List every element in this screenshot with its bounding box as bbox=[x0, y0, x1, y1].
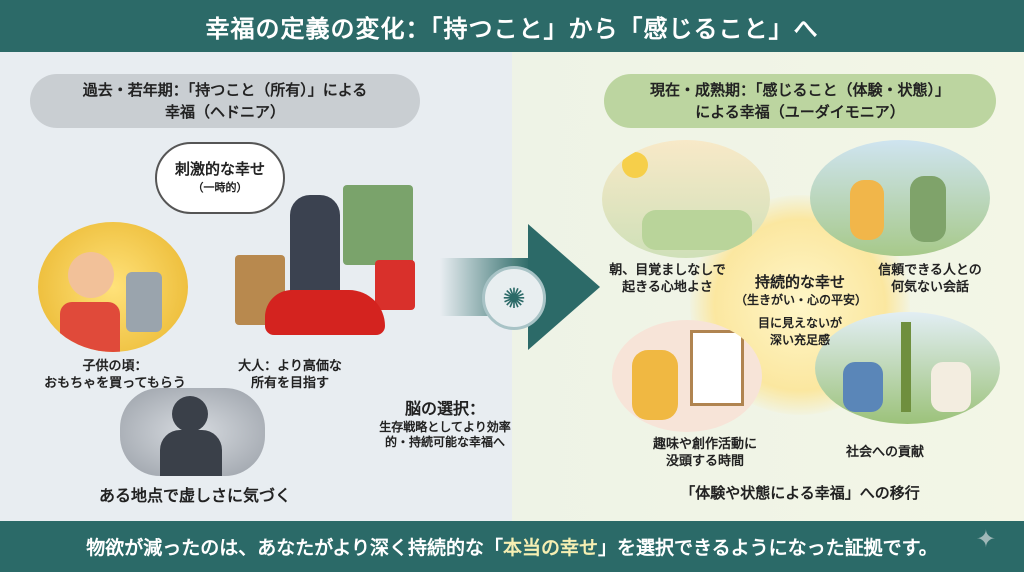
woman-icon bbox=[850, 180, 884, 240]
easel-canvas-icon bbox=[690, 330, 744, 406]
brain-choice-line1: 生存戦略としてより効率 bbox=[379, 420, 511, 434]
present-heading: 現在・成熟期：「感じること（体験・状態）」 による幸福（ユーダイモニア） bbox=[604, 74, 996, 128]
conversation-caption-line1: 信頼できる人との bbox=[878, 263, 982, 278]
morning-caption: 朝、目覚ましなしで 起きる心地よさ bbox=[600, 262, 735, 296]
child-face-icon bbox=[68, 252, 114, 298]
child-with-toy-illustration bbox=[38, 222, 188, 352]
brain-choice-caption: 脳の選択： 生存戦略としてより効率 的・持続可能な幸福へ bbox=[375, 398, 515, 450]
silhouette-head-icon bbox=[172, 396, 208, 432]
child-shirt-icon bbox=[60, 302, 120, 352]
man-icon bbox=[910, 176, 946, 242]
hobby-caption-line2: 没頭する時間 bbox=[665, 454, 744, 469]
thought-title: 刺激的な幸せ bbox=[174, 160, 265, 178]
bed-icon bbox=[642, 210, 752, 250]
painter-icon bbox=[632, 350, 678, 420]
past-heading: 過去・若年期：「持つこと（所有）」による 幸福（ヘドニア） bbox=[30, 74, 420, 128]
past-heading-line2: 幸福（ヘドニア） bbox=[164, 103, 285, 121]
brain-choice-title: 脳の選択： bbox=[404, 399, 485, 418]
hobby-caption-line1: 趣味や創作活動に bbox=[652, 437, 757, 452]
thought-sub: （一時的） bbox=[192, 181, 248, 194]
emptiness-caption: ある地点で虚しさに気づく bbox=[98, 486, 291, 505]
morning-bed-illustration bbox=[602, 140, 770, 258]
center-sub: （生きがい・心の平安） bbox=[735, 293, 868, 307]
center-line1: 目に見えないが bbox=[757, 316, 842, 330]
sports-car-icon bbox=[265, 290, 385, 335]
tree-icon bbox=[901, 322, 911, 412]
thought-bubble: 刺激的な幸せ （一時的） bbox=[155, 142, 285, 214]
footer-banner: 物欲が減ったのは、あなたがより深く持続的な「本当の幸せ」を選択できるようになった… bbox=[0, 521, 1024, 572]
sun-icon bbox=[622, 152, 648, 178]
brain-choice-line2: 的・持続可能な幸福へ bbox=[384, 435, 505, 449]
conversation-caption-line2: 何気ない会話 bbox=[890, 280, 969, 295]
child-caption-line2: おもちゃを買ってもらう bbox=[44, 376, 186, 391]
money-stack-icon bbox=[343, 185, 413, 265]
page-title: 幸福の定義の変化：「持つこと」から「感じること」へ bbox=[205, 14, 819, 43]
morning-caption-line2: 起きる心地よさ bbox=[622, 280, 713, 295]
volunteer-man-icon bbox=[843, 362, 883, 412]
silhouette-body-icon bbox=[160, 430, 222, 476]
adult-possessions-illustration bbox=[235, 175, 420, 350]
footer-highlight: 本当の幸せ bbox=[502, 537, 598, 559]
center-line2: 深い充足感 bbox=[769, 333, 830, 347]
emptiness-cloud bbox=[120, 388, 265, 476]
volunteer-woman-icon bbox=[931, 362, 971, 412]
footer-text-after: 」を選択できるようになった証拠です。 bbox=[597, 537, 938, 559]
tree-planting-illustration bbox=[815, 312, 1000, 424]
painting-illustration bbox=[612, 320, 762, 432]
robot-toy-icon bbox=[126, 272, 162, 332]
conversation-caption: 信頼できる人との 何気ない会話 bbox=[865, 262, 995, 296]
past-heading-line1: 過去・若年期：「持つこと（所有）」による bbox=[82, 81, 368, 99]
title-banner: 幸福の定義の変化：「持つこと」から「感じること」へ bbox=[0, 0, 1024, 52]
footer-text-before: 物欲が減ったのは、あなたがより深く持続的な「 bbox=[86, 537, 503, 559]
morning-caption-line1: 朝、目覚ましなしで bbox=[609, 263, 726, 278]
shift-caption: 「体験や状態による幸福」への移行 bbox=[680, 484, 920, 502]
contribution-caption: 社会への貢献 bbox=[845, 445, 924, 460]
red-bag-icon bbox=[375, 260, 415, 310]
present-heading-line2: による幸福（ユーダイモニア） bbox=[695, 103, 905, 121]
adult-caption-line1: 大人：より高価な bbox=[238, 359, 342, 374]
adult-caption: 大人：より高価な 所有を目指す bbox=[220, 358, 360, 392]
conversation-illustration bbox=[810, 140, 990, 256]
present-heading-line1: 現在・成熟期：「感じること（体験・状態）」 bbox=[649, 81, 950, 99]
businessman-icon bbox=[290, 195, 340, 295]
brain-icon: ✺ bbox=[482, 266, 546, 330]
sparkle-icon: ✦ bbox=[975, 525, 996, 553]
child-caption: 子供の頃： おもちゃを買ってもらう bbox=[40, 358, 190, 392]
hobby-caption: 趣味や創作活動に 没頭する時間 bbox=[640, 436, 770, 470]
center-title: 持続的な幸せ bbox=[754, 273, 845, 291]
adult-caption-line2: 所有を目指す bbox=[250, 376, 329, 391]
child-caption-line1: 子供の頃： bbox=[82, 359, 148, 374]
center-caption: 持続的な幸せ （生きがい・心の平安） 目に見えないが 深い充足感 bbox=[735, 272, 868, 349]
